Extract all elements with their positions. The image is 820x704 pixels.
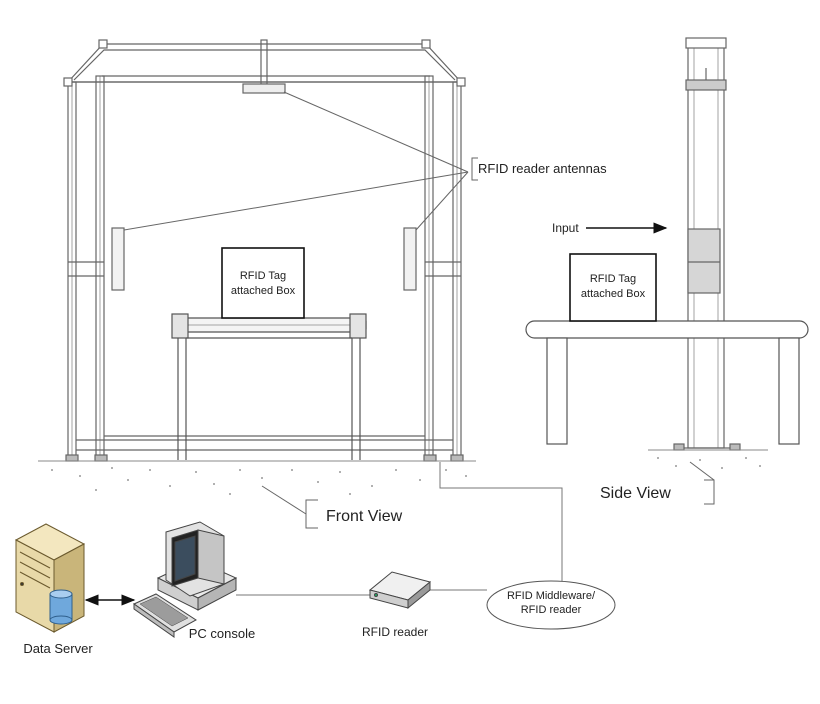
front-box-label-line1: RFID Tag: [240, 270, 286, 282]
front-box-label-line2: attached Box: [231, 285, 296, 297]
rfid-reader-device-icon: [368, 571, 432, 610]
side-box-label-line1: RFID Tag: [590, 273, 636, 285]
pc-console-label: PC console: [189, 626, 255, 641]
side-tag-box: RFID Tag attached Box: [569, 253, 657, 322]
gantry-to-middleware-cable: [439, 462, 563, 582]
front-tag-box: RFID Tag attached Box: [221, 247, 305, 319]
input-label: Input: [552, 221, 579, 235]
middleware-label-line1: RFID Middleware/: [507, 590, 596, 602]
side-conveyor: [525, 320, 809, 445]
side-box-label-line2: attached Box: [581, 288, 646, 300]
front-view-gantry: [63, 39, 466, 462]
side-view-tower: [673, 37, 741, 451]
front-view-label: Front View: [326, 508, 403, 525]
rfid-reader-label: RFID reader: [362, 625, 428, 639]
ground-speckle-side: [657, 457, 761, 469]
ground-speckle-front: [51, 467, 467, 495]
antenna-callouts: [123, 91, 478, 231]
keyboard-icon: [132, 593, 197, 638]
database-icon: [49, 589, 73, 625]
front-view-callout: [261, 485, 318, 529]
front-conveyor: [171, 313, 367, 460]
side-view-callout: [689, 461, 715, 505]
data-server-label: Data Server: [23, 641, 93, 656]
antennas-label: RFID reader antennas: [478, 161, 607, 176]
middleware-node: RFID Middleware/ RFID reader: [486, 580, 616, 630]
computer-icon: [156, 521, 238, 611]
middleware-label-line2: RFID reader: [521, 604, 582, 616]
server-icon: [14, 523, 86, 633]
side-view-label: Side View: [600, 485, 671, 502]
